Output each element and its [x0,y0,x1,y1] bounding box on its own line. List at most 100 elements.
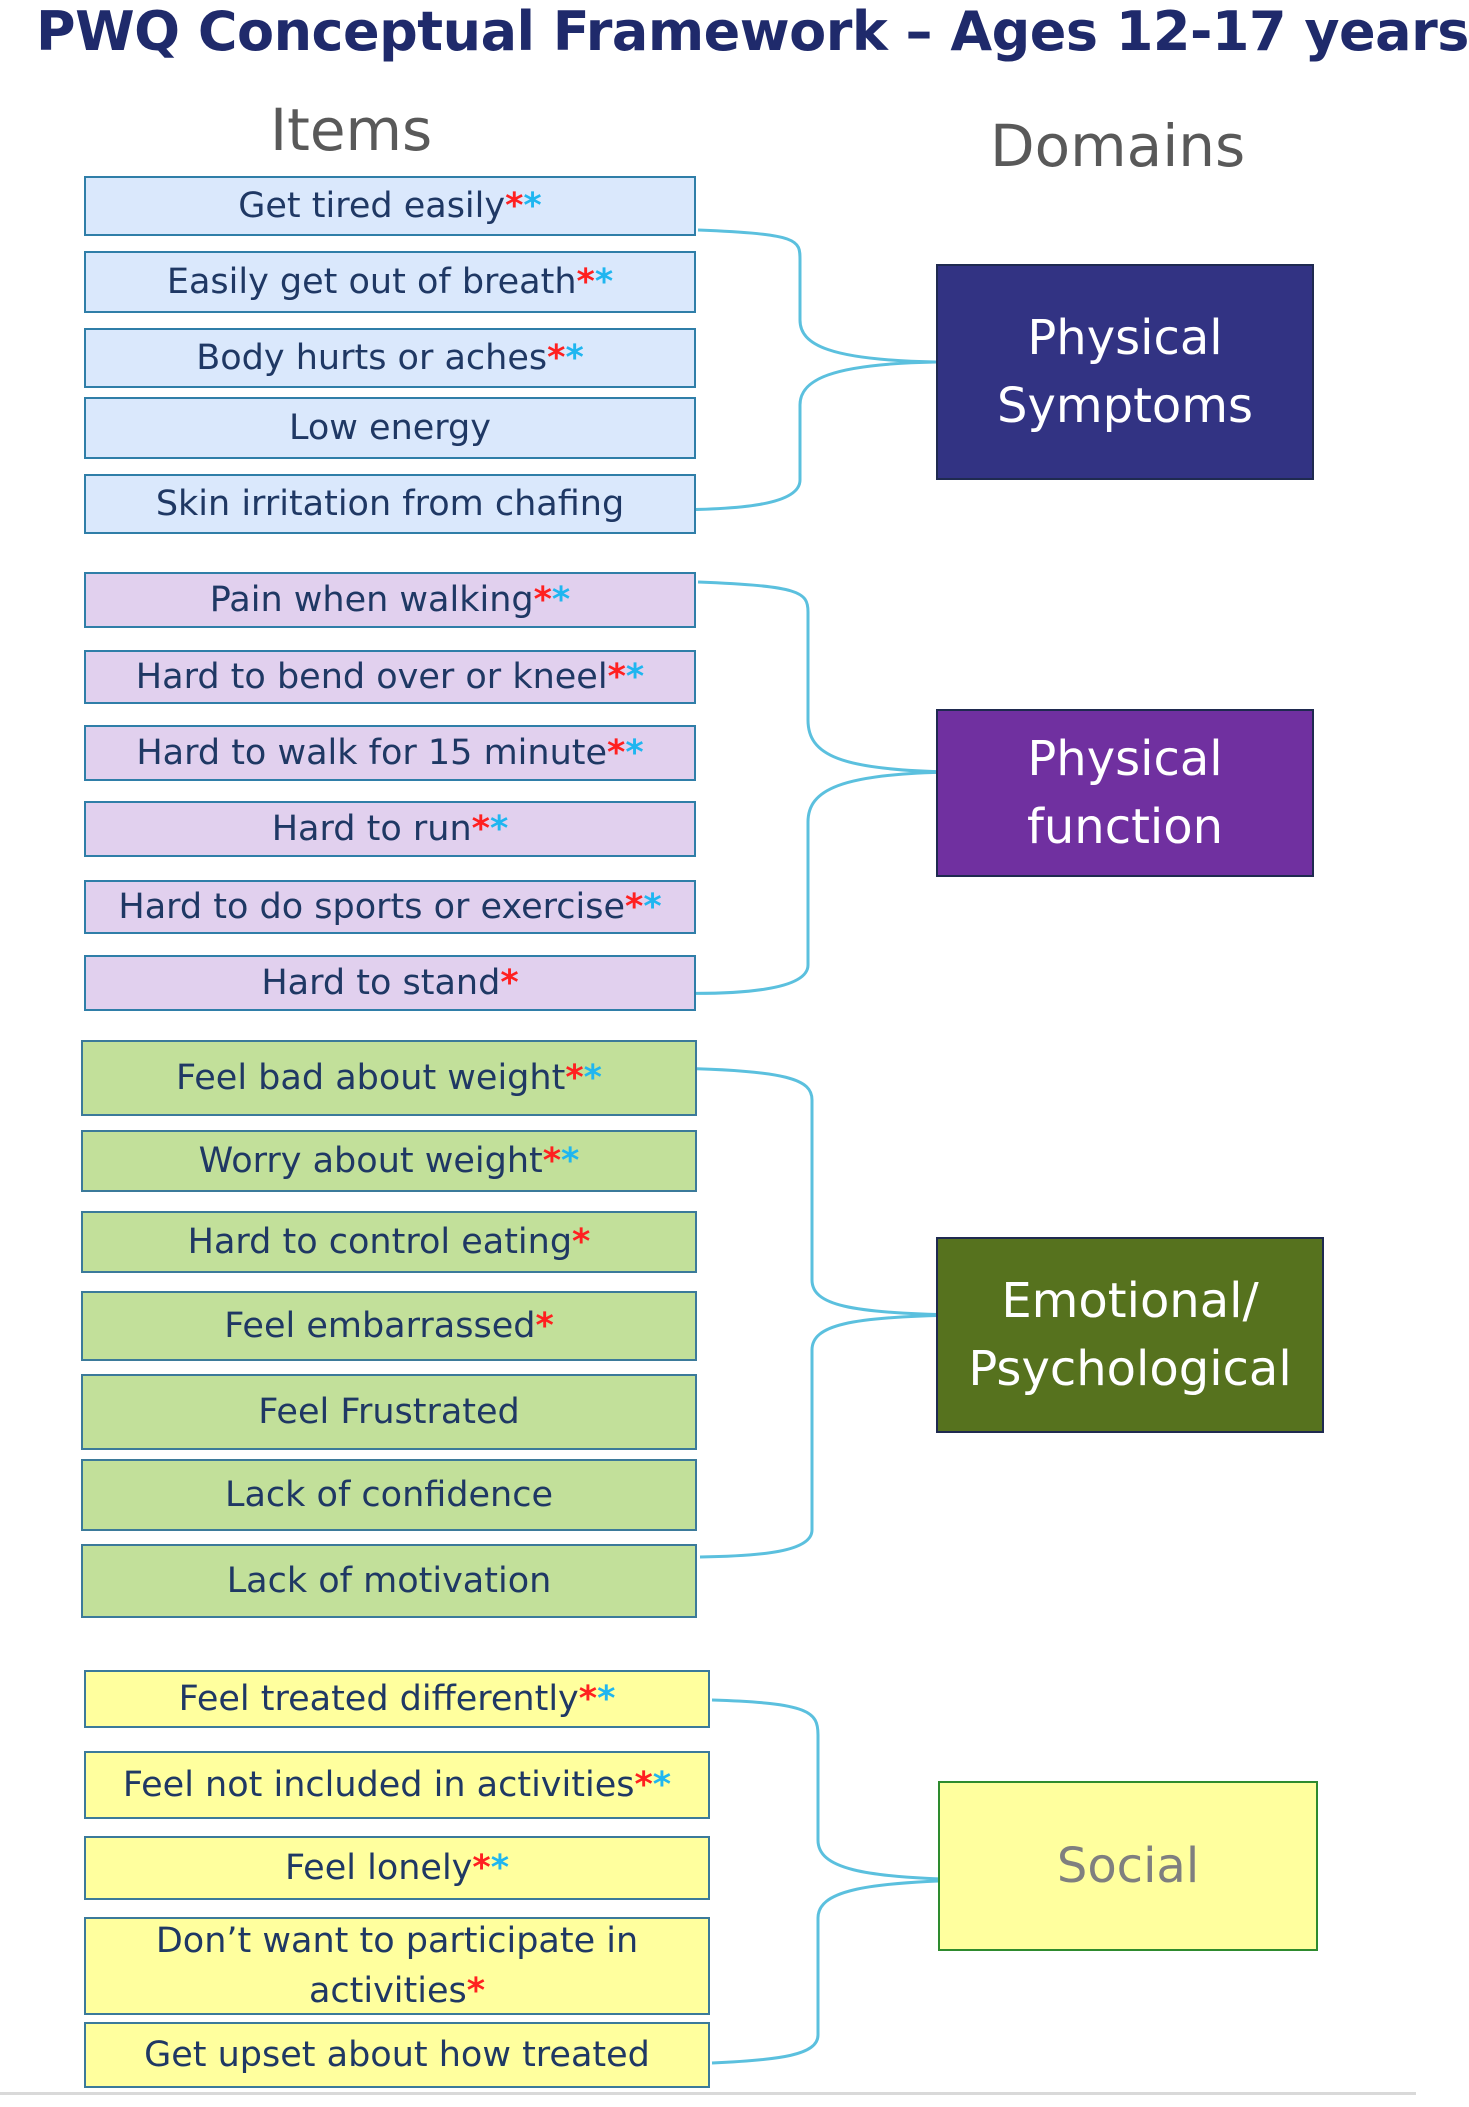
item-label: Hard to do sports or exercise [118,887,625,927]
item-label-wrap: Lack of confidence [225,1470,553,1520]
item-label-wrap: Hard to do sports or exercise** [118,882,661,932]
item-label: Hard to control eating [187,1222,573,1262]
blue-asterisk-icon: * [597,1679,616,1719]
item-box-em: Lack of confidence [81,1459,697,1531]
red-asterisk-icon: * [466,1971,486,2011]
red-asterisk-icon: * [578,1679,598,1719]
items-header: Items [270,96,433,164]
item-label: Get upset about how treated [144,2035,650,2075]
blue-asterisk-icon: * [594,262,614,302]
item-box-ps: Skin irritation from chafing [84,474,696,534]
connector-ps [659,228,937,512]
connector-em [667,1066,957,1559]
red-asterisk-icon: * [547,338,566,378]
item-label: Skin irritation from chafing [155,484,625,524]
item-box-so: Feel treated differently** [84,1670,710,1728]
item-label: Pain when walking [209,580,534,620]
blue-asterisk-icon: * [625,657,645,697]
red-asterisk-icon: * [572,1222,591,1262]
item-box-em: Feel embarrassed* [81,1291,697,1361]
red-asterisk-icon: * [505,186,524,226]
item-label-wrap: Feel embarrassed* [224,1301,554,1351]
item-label-wrap: Body hurts or aches** [196,333,584,383]
item-label: Hard to walk for 15 minute [136,733,608,773]
item-box-em: Feel bad about weight** [81,1040,697,1116]
item-label: Low energy [288,408,491,448]
item-label: Feel Frustrated [258,1392,520,1432]
item-label: Feel treated differently [178,1679,579,1719]
item-box-em: Worry about weight** [81,1130,697,1192]
red-asterisk-icon: * [634,1765,653,1805]
blue-asterisk-icon: * [565,338,584,378]
item-label-wrap: Feel bad about weight** [176,1053,602,1103]
item-label: Feel lonely [284,1848,473,1888]
item-label: Hard to bend over or kneel [135,657,608,697]
item-label-wrap: Skin irritation from chafing [156,479,624,529]
domain-box-pf: Physical function [936,709,1314,877]
item-label-wrap: Feel not included in activities** [123,1760,671,1810]
item-label-wrap: Hard to walk for 15 minute** [136,728,643,778]
blue-asterisk-icon: * [561,1141,580,1181]
item-box-ps: Get tired easily** [84,176,696,236]
item-box-pf: Pain when walking** [84,572,696,628]
item-label-wrap: Feel Frustrated [258,1387,520,1437]
red-asterisk-icon: * [500,963,519,1003]
page-title: PWQ Conceptual Framework – Ages 12-17 ye… [36,0,1469,63]
item-label-wrap: Get tired easily** [238,181,541,231]
item-label-wrap: Feel lonely** [285,1843,509,1893]
red-asterisk-icon: * [533,580,552,620]
red-asterisk-icon: * [625,887,644,927]
red-asterisk-icon: * [535,1306,554,1346]
item-box-ps: Easily get out of breath** [84,251,696,313]
item-box-so: Feel lonely** [84,1836,710,1900]
item-label-wrap: Hard to bend over or kneel** [136,652,644,702]
item-box-pf: Hard to run** [84,801,696,857]
item-box-ps: Body hurts or aches** [84,328,696,388]
red-asterisk-icon: * [565,1058,584,1098]
item-label: Feel not included in activities [122,1765,635,1805]
item-label: Hard to run [271,809,472,849]
domain-box-em: Emotional/ Psychological [936,1237,1324,1433]
item-label: Hard to stand [261,963,501,1003]
item-label: Get tired easily [238,186,506,226]
item-box-pf: Hard to do sports or exercise** [84,880,696,934]
item-box-so: Don’t want to participate in activities* [84,1917,710,2015]
item-box-pf: Hard to bend over or kneel** [84,650,696,704]
bottom-divider [0,2092,1416,2095]
item-label-wrap: Hard to run** [272,804,509,854]
domains-header: Domains [990,112,1246,180]
item-label-wrap: Get upset about how treated [144,2030,650,2080]
item-label: Don’t want to participate in activities [155,1921,639,2011]
connector-pf [667,580,951,995]
red-asterisk-icon: * [471,809,490,849]
blue-asterisk-icon: * [643,887,662,927]
item-label: Feel embarrassed [224,1306,536,1346]
domain-box-ps: Physical Symptoms [936,264,1314,480]
item-label-wrap: Hard to stand* [261,958,518,1008]
red-asterisk-icon: * [542,1141,562,1181]
item-label-wrap: Pain when walking** [210,575,570,625]
domain-box-so: Social [938,1781,1318,1951]
item-box-so: Get upset about how treated [84,2022,710,2088]
item-label: Lack of confidence [224,1475,554,1515]
item-label-wrap: Don’t want to participate in activities* [86,1916,708,2016]
item-label: Body hurts or aches [196,338,548,378]
blue-asterisk-icon: * [583,1058,602,1098]
blue-asterisk-icon: * [625,733,644,773]
item-box-pf: Hard to stand* [84,955,696,1011]
item-box-so: Feel not included in activities** [84,1751,710,1819]
blue-asterisk-icon: * [490,1848,510,1888]
blue-asterisk-icon: * [489,809,509,849]
item-box-em: Feel Frustrated [81,1374,697,1450]
red-asterisk-icon: * [607,733,626,773]
item-label: Worry about weight [198,1141,543,1181]
item-box-em: Lack of motivation [81,1544,697,1618]
item-box-ps: Low energy [84,397,696,459]
red-asterisk-icon: * [607,657,626,697]
blue-asterisk-icon: * [652,1765,672,1805]
item-label-wrap: Lack of motivation [227,1556,552,1606]
item-label: Lack of motivation [226,1561,552,1601]
connector-so [711,1698,976,2065]
item-label-wrap: Easily get out of breath** [167,257,613,307]
item-label-wrap: Low energy [289,403,491,453]
